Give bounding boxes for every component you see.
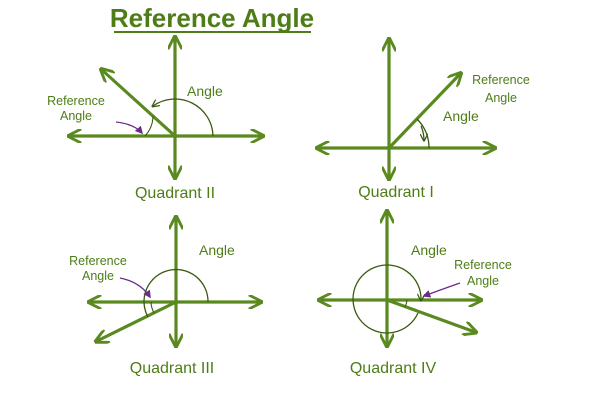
quadrant-label: Quadrant II xyxy=(135,185,215,202)
reference-arc xyxy=(421,125,424,140)
reference-label-line1: Reference xyxy=(47,94,105,108)
reference-arc xyxy=(150,301,155,314)
angle-arc xyxy=(143,268,209,318)
reference-label-line1: Reference xyxy=(454,258,512,272)
angle-arc xyxy=(416,118,430,149)
reference-label-line2: Angle xyxy=(467,274,499,288)
angle-label: Angle xyxy=(187,83,223,99)
angle-label: Angle xyxy=(199,242,235,258)
reference-pointer xyxy=(119,277,151,299)
panel-quadrant-ii: Angle Reference Angle Quadrant II xyxy=(47,38,262,202)
angle-arc xyxy=(153,98,214,137)
reference-label-line1: Reference xyxy=(69,254,127,268)
angle-label: Angle xyxy=(411,242,447,258)
terminal-side xyxy=(387,74,460,150)
reference-label-line2: Angle xyxy=(82,269,114,283)
angle-arc xyxy=(352,264,421,334)
panel-quadrant-iii: Angle Reference Angle Quadrant III xyxy=(69,218,260,377)
reference-label-line1: Reference xyxy=(472,73,530,87)
quadrant-label: Quadrant IV xyxy=(350,360,437,377)
quadrant-label: Quadrant I xyxy=(358,184,434,201)
terminal-side xyxy=(386,298,475,332)
terminal-side xyxy=(97,300,177,341)
reference-pointer xyxy=(115,121,144,135)
reference-arc xyxy=(144,115,154,137)
title-group: Reference Angle xyxy=(110,3,314,33)
reference-label-line2: Angle xyxy=(60,109,92,123)
page-title: Reference Angle xyxy=(110,3,314,33)
panel-quadrant-i: Reference Angle Angle Quadrant I xyxy=(318,40,530,201)
reference-label-line2: Angle xyxy=(485,91,517,105)
quadrant-label: Quadrant III xyxy=(130,360,215,377)
angle-label: Angle xyxy=(443,108,479,124)
reference-arc xyxy=(404,299,408,308)
panel-quadrant-iv: Angle Reference Angle Quadrant IV xyxy=(320,212,512,377)
reference-pointer xyxy=(422,282,461,298)
terminal-side xyxy=(102,70,177,138)
